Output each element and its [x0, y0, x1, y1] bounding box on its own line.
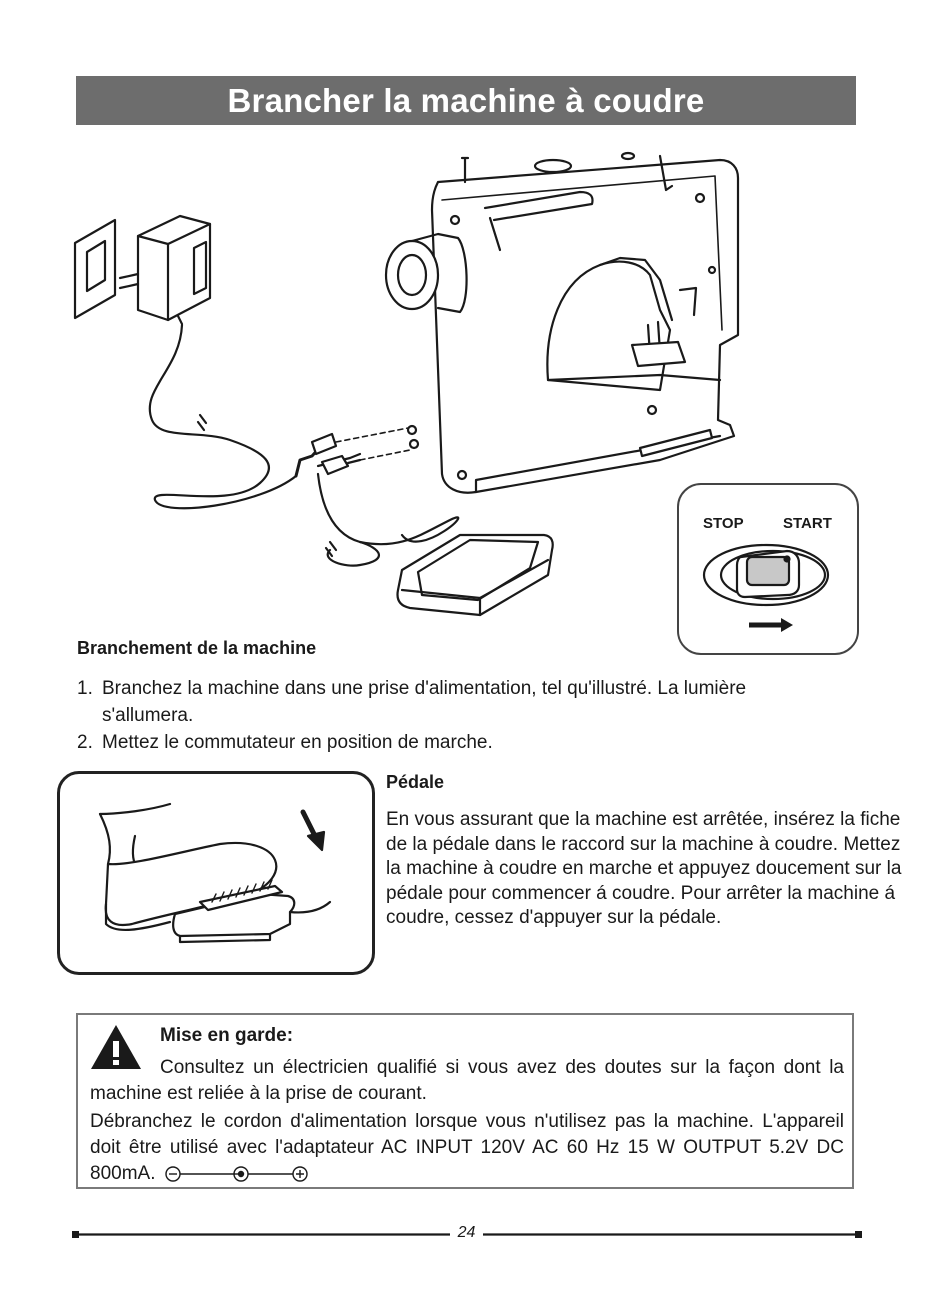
warning-triangle-icon [91, 1025, 141, 1069]
step-number: 1. [77, 678, 93, 699]
title-bar: Brancher la machine à coudre [76, 76, 856, 125]
pedale-heading: Pédale [386, 772, 445, 792]
list-item: 1. Branchez la machine dans une prise d'… [77, 675, 837, 729]
warning-paragraph-2: Débranchez le cordon d'alimentation lors… [90, 1109, 844, 1187]
steps-list: 1. Branchez la machine dans une prise d'… [77, 675, 837, 756]
list-item: 2. Mettez le commutateur en position de … [77, 729, 837, 756]
arrow-right-icon [749, 618, 793, 632]
power-switch-icon [702, 543, 830, 632]
pedale-text: En vous assurant que la machine est arrê… [386, 809, 902, 928]
power-adapter-icon [118, 214, 212, 326]
warning-paragraph-1: Consultez un électricien qualifié si vou… [90, 1057, 844, 1104]
wall-outlet-icon [73, 218, 117, 320]
step-text: Mettez le commutateur en position de mar… [102, 732, 493, 753]
warning-paragraph-2-text: Débranchez le cordon d'alimentation lors… [90, 1111, 844, 1184]
arrow-down-icon [300, 809, 326, 852]
step-number: 2. [77, 732, 93, 753]
sewing-machine-illustration [73, 151, 740, 617]
warning-title: Mise en garde: [160, 1025, 294, 1046]
dc-polarity-icon [165, 1166, 309, 1182]
switch-start-label: START [783, 515, 832, 532]
switch-stop-label: STOP [703, 515, 744, 532]
foot-on-pedal-illustration [57, 771, 375, 975]
section-heading: Branchement de la machine [77, 638, 317, 658]
power-switch-inset: STOP START [677, 483, 859, 655]
sewing-machine-body [384, 151, 740, 494]
warning-box: Mise en garde: Consultez un électricien … [76, 1013, 854, 1189]
page-title: Brancher la machine à coudre [227, 81, 705, 119]
foot-pedal-icon [396, 533, 554, 617]
page-number-wrap: 24 [0, 1224, 933, 1242]
page-number: 24 [449, 1224, 484, 1241]
step-text: Branchez la machine dans une prise d'ali… [102, 678, 747, 726]
